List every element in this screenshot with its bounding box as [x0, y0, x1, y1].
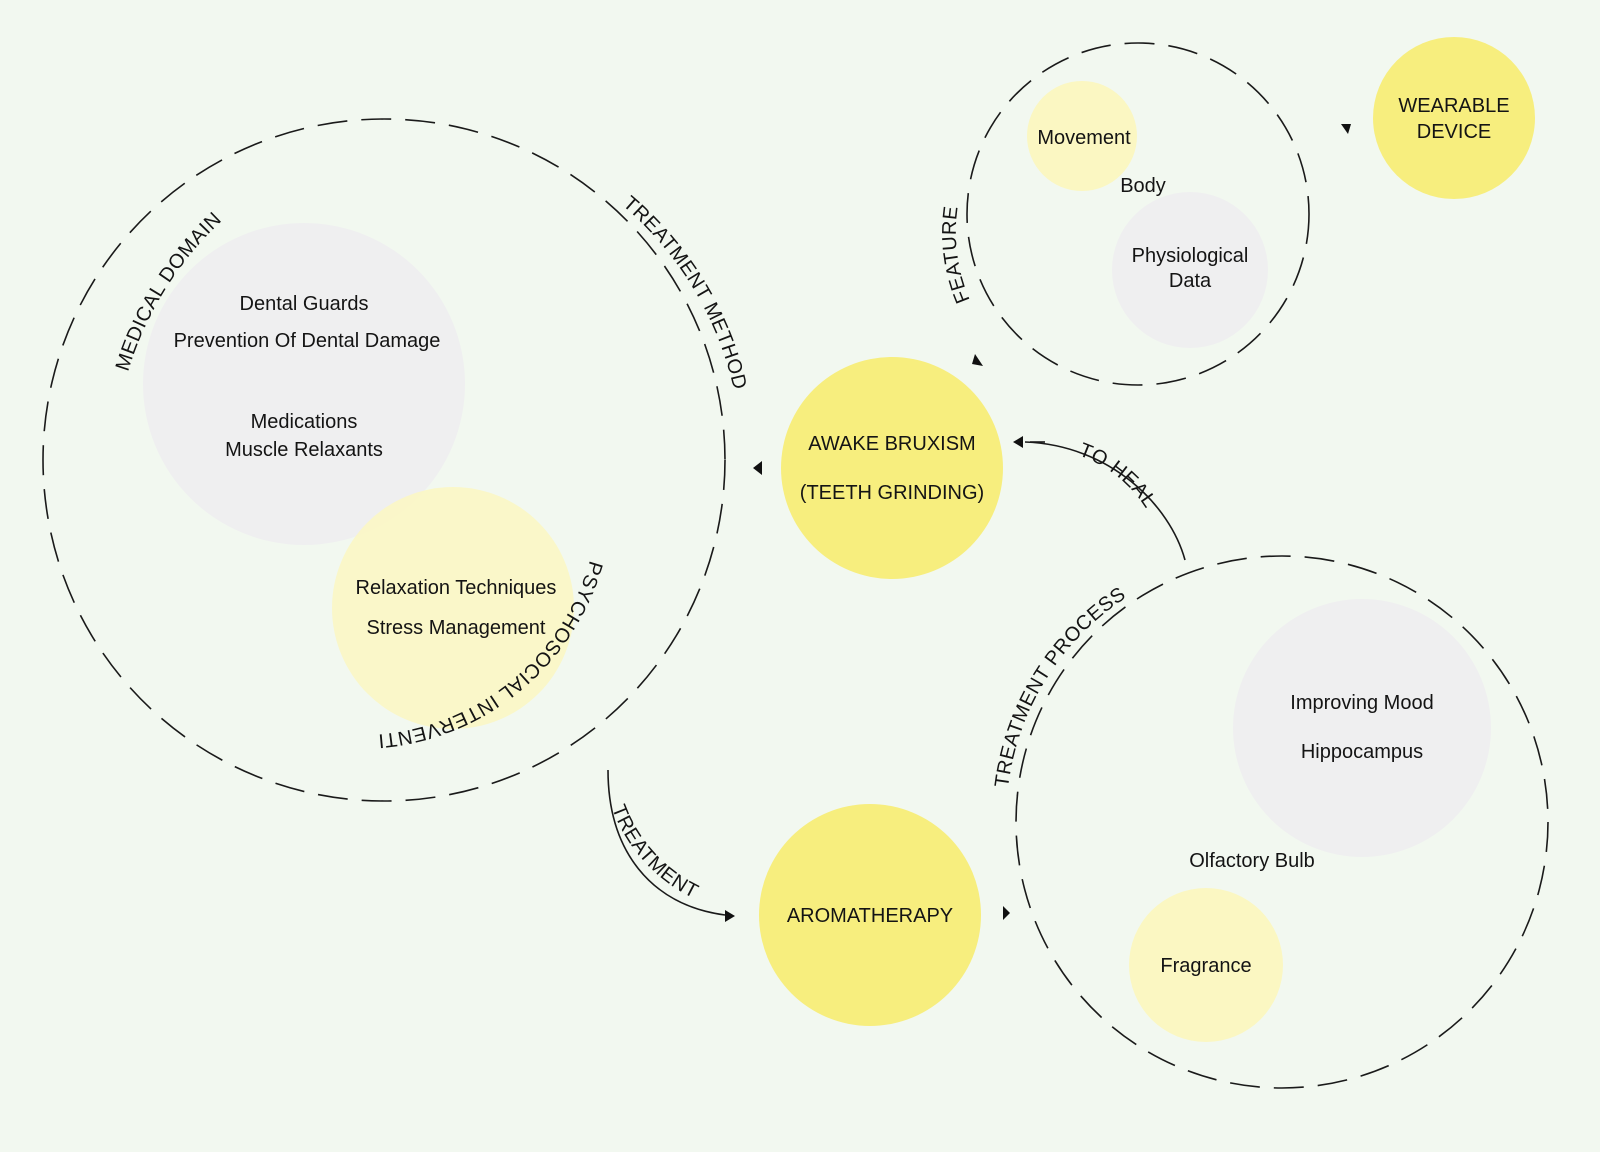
stress-management-label: Stress Management	[367, 617, 546, 639]
treatment-arc-label: TREATMENT	[607, 802, 702, 903]
relaxation-techniques-label: Relaxation Techniques	[356, 577, 557, 599]
feature-arrow-icon	[972, 354, 983, 366]
arrow-to-medical-icon	[753, 461, 762, 475]
improving-mood-circle	[1233, 599, 1491, 857]
psychosocial-yellow-circle	[332, 487, 574, 729]
treatment-arrow-icon	[725, 910, 735, 922]
muscle-relaxants-label: Muscle Relaxants	[225, 439, 383, 461]
feature-dashed-circle	[966, 42, 1310, 386]
to-heal-arc-label: TO HEAL	[1076, 439, 1160, 512]
wearable-arrow-icon	[1341, 124, 1351, 134]
hippocampus-label: Hippocampus	[1301, 741, 1423, 763]
to-heal-arrow-icon	[1013, 436, 1023, 448]
movement-circle	[1027, 81, 1137, 191]
bruxism-title: AWAKE BRUXISM	[808, 433, 975, 455]
prevention-label: Prevention Of Dental Damage	[174, 330, 441, 352]
fragrance-label: Fragrance	[1160, 955, 1251, 977]
wearable-device-circle	[1373, 37, 1535, 199]
data-label: Data	[1169, 270, 1212, 292]
aromatherapy-arrow-icon	[1003, 906, 1010, 920]
olfactory-bulb-label: Olfactory Bulb	[1189, 850, 1315, 872]
treatment-method-arc-label: TREATMENT METHOD	[619, 192, 751, 392]
medical-domain-dashed-circle	[42, 118, 726, 802]
aromatherapy-circle	[759, 804, 981, 1026]
improving-mood-label: Improving Mood	[1290, 692, 1433, 714]
physiological-label: Physiological	[1132, 245, 1249, 267]
treatment-arrow-line	[607, 769, 726, 916]
medical-gray-circle	[143, 223, 465, 545]
medications-label: Medications	[251, 411, 358, 433]
aromatherapy-label: AROMATHERAPY	[787, 905, 953, 927]
treatment-process-arc-label: TREATMENT PROCESS	[991, 583, 1130, 789]
movement-label: Movement	[1037, 127, 1131, 149]
bruxism-circle	[781, 357, 1003, 579]
physiological-circle	[1112, 192, 1268, 348]
bruxism-subtitle: (TEETH GRINDING)	[800, 482, 984, 504]
fragrance-circle	[1129, 888, 1283, 1042]
to-heal-arrow-line	[1024, 441, 1186, 561]
wearable-label: WEARABLE	[1398, 95, 1509, 117]
feature-arc-label: FEATURE	[939, 205, 975, 307]
treatment-process-dashed-circle	[1015, 555, 1549, 1089]
body-label: Body	[1120, 175, 1166, 197]
device-label: DEVICE	[1417, 121, 1491, 143]
dental-guards-label: Dental Guards	[240, 293, 369, 315]
